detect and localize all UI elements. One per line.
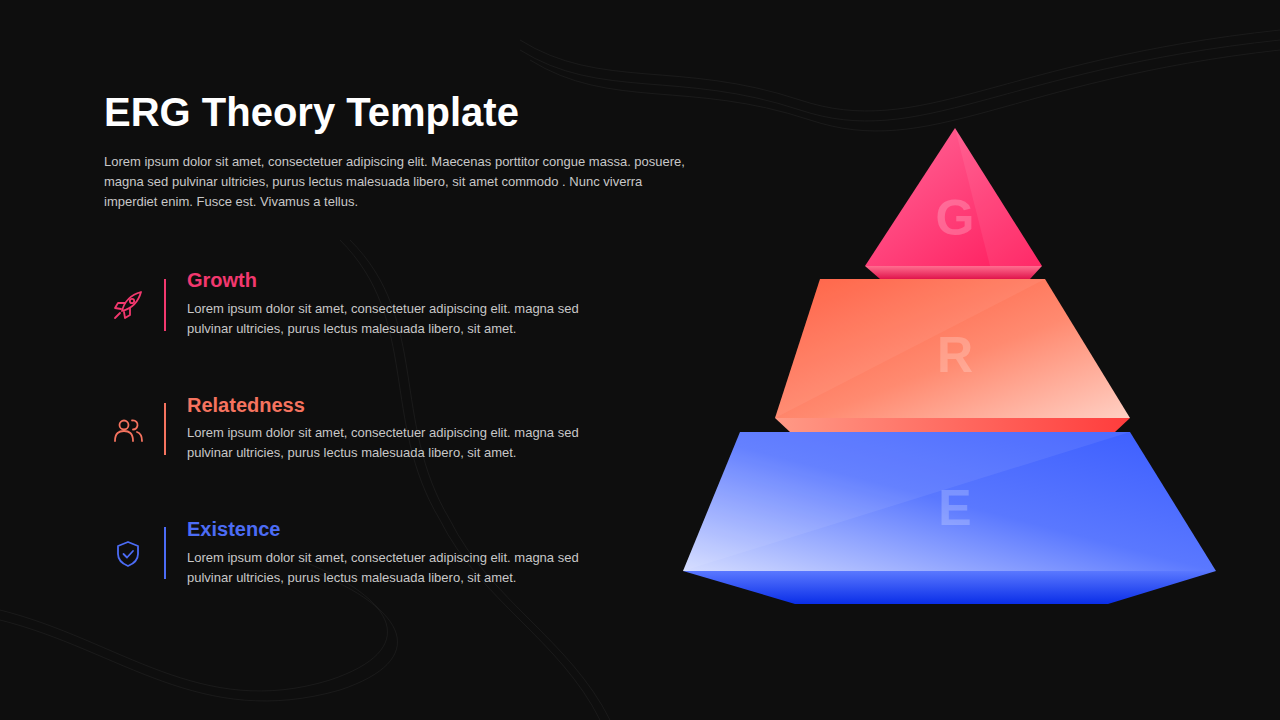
rocket-body <box>122 292 141 311</box>
wave-line <box>520 40 1280 121</box>
wave-line <box>520 30 1280 111</box>
accent-bar <box>164 527 166 579</box>
category-body: Lorem ipsum dolor sit amet, consectetuer… <box>187 423 627 463</box>
description-text: Lorem ipsum dolor sit amet, consectetuer… <box>104 152 694 212</box>
person-head <box>132 420 138 429</box>
tier-face <box>865 128 1042 266</box>
person-body <box>115 431 133 441</box>
category-heading: Existence <box>187 517 607 541</box>
pyramid-tier: R <box>774 279 1131 433</box>
category-heading: Relatedness <box>187 393 607 417</box>
rocket-flame <box>115 313 120 318</box>
tier-base <box>775 418 1130 432</box>
rocket-window <box>130 299 134 303</box>
category-body: Lorem ipsum dolor sit amet, consectetuer… <box>187 548 627 588</box>
tier-face <box>683 432 1216 571</box>
tier-letter: R <box>937 326 973 384</box>
wave-lines <box>0 30 1280 720</box>
category-heading: Growth <box>187 268 607 292</box>
rocket-fin <box>124 308 130 318</box>
person-head <box>120 421 129 430</box>
shield-check <box>124 551 134 558</box>
slide-title: ERG Theory Template <box>104 90 519 135</box>
shield-icon <box>118 542 138 566</box>
tier-letter: G <box>936 189 975 247</box>
accent-bar <box>164 279 166 331</box>
rocket-fin <box>115 303 125 309</box>
tier-base <box>683 571 1216 604</box>
shield-outline <box>118 542 138 566</box>
tier-face <box>775 279 1130 418</box>
pyramid-tier: E <box>683 432 1217 605</box>
wave-line <box>530 50 1280 131</box>
category-body: Lorem ipsum dolor sit amet, consectetuer… <box>187 299 627 339</box>
tier-base <box>865 266 1042 279</box>
tier-sheen <box>683 432 1130 571</box>
pyramid-tier: G <box>864 128 1044 280</box>
wave-line <box>0 570 397 701</box>
tier-sheen <box>775 279 1045 418</box>
rocket-icon <box>115 292 141 318</box>
person-body <box>137 432 142 441</box>
people-icon <box>115 420 142 441</box>
tier-letter: E <box>938 479 971 537</box>
accent-bar <box>164 403 166 455</box>
